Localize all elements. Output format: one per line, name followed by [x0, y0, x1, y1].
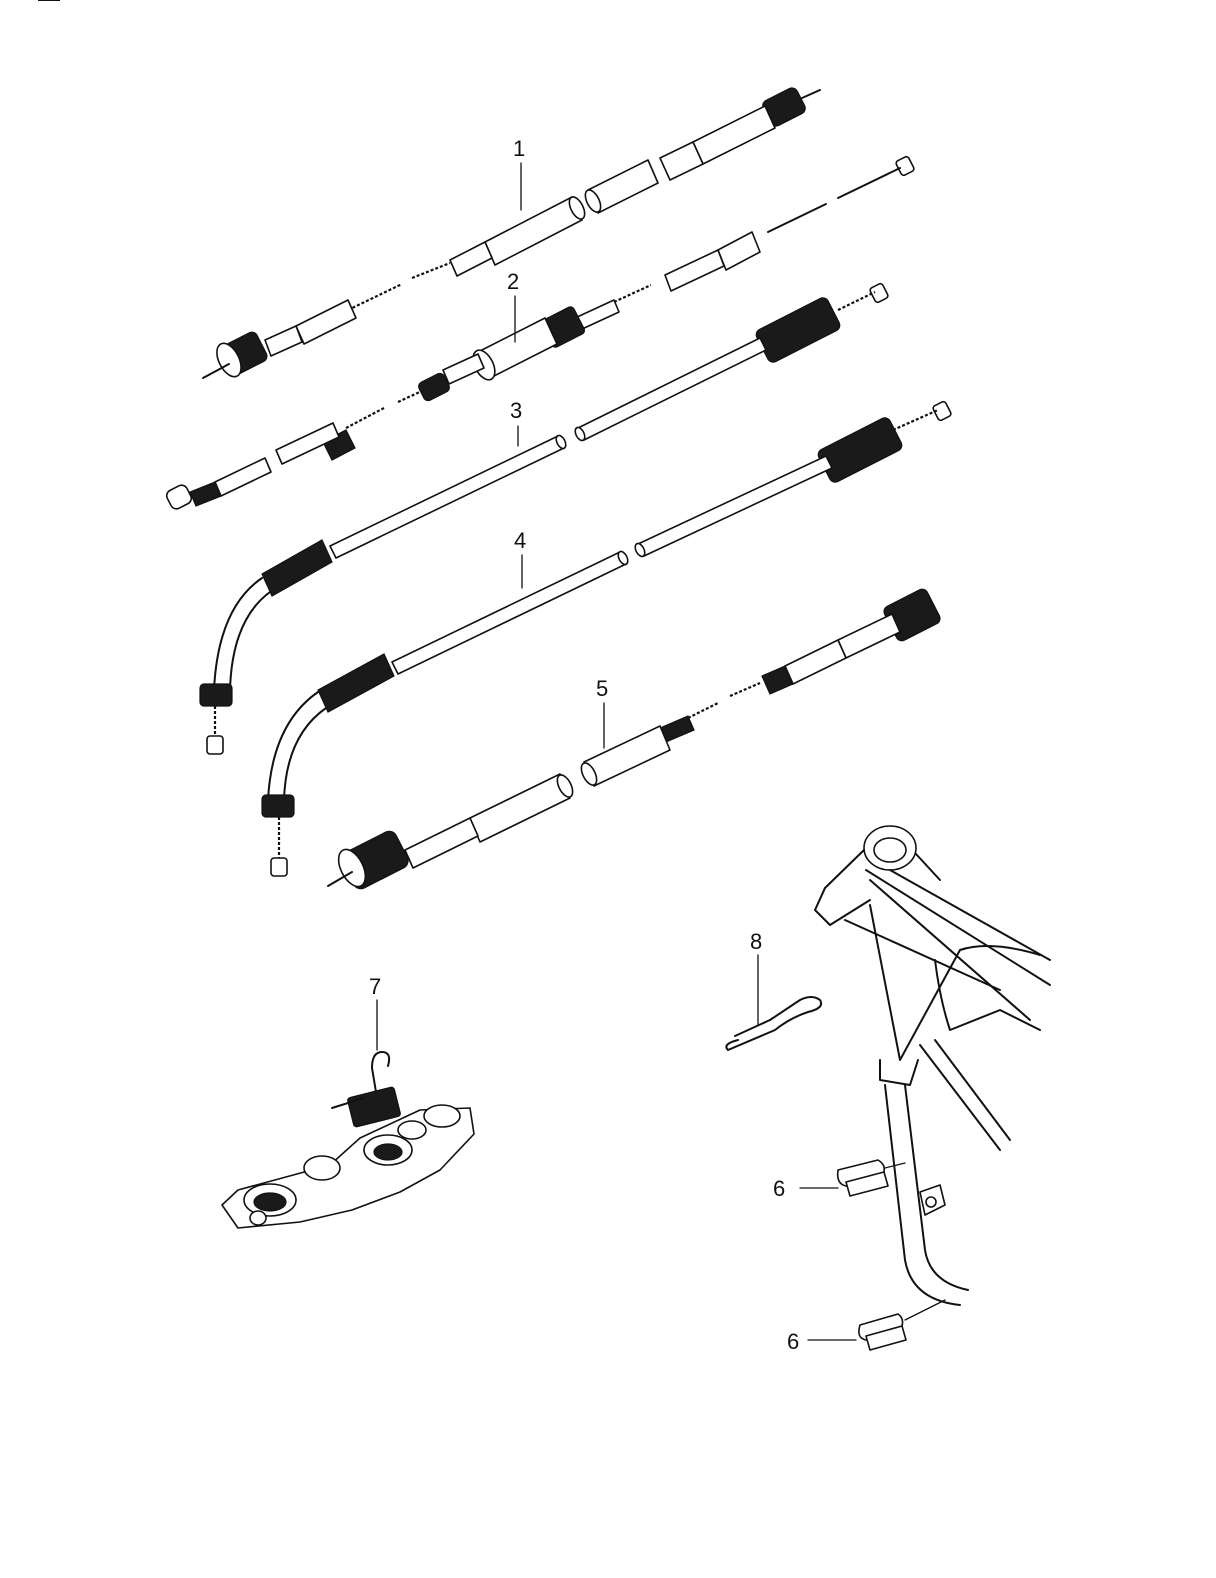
- adjuster-nut-icon: [755, 297, 841, 363]
- cable-end-icon: [895, 155, 915, 177]
- part-2-choke-cable: [397, 155, 915, 403]
- cable-end-icon: [869, 282, 889, 304]
- part-1-speedometer-cable: [202, 87, 821, 379]
- part-8-clip: [725, 996, 823, 1051]
- cable-end-icon: [418, 372, 450, 402]
- part-6-cable-clamp-lower: [858, 1299, 946, 1351]
- part-5-speedometer-cable: [327, 588, 941, 890]
- callout-3: 3: [510, 398, 522, 423]
- part-7-cable-guide: [221, 1051, 475, 1229]
- adjuster-nut-icon: [261, 794, 295, 818]
- callout-6-lower: 6: [787, 1329, 799, 1354]
- adjuster-nut-icon: [199, 683, 233, 707]
- page-marker: —: [38, 0, 60, 11]
- part-4-clutch-cable: [261, 400, 952, 877]
- adjuster-nut-icon: [817, 417, 903, 483]
- callout-6-upper: 6: [773, 1176, 785, 1201]
- part-6-cable-clamp-upper: [836, 1159, 906, 1197]
- cable-end-icon: [270, 857, 288, 877]
- cable-end-icon: [165, 484, 193, 510]
- cable-end-icon: [206, 735, 224, 755]
- callout-8: 8: [750, 929, 762, 954]
- callout-2: 2: [507, 269, 519, 294]
- callout-4: 4: [514, 528, 526, 553]
- guide-bracket-icon: [347, 1086, 401, 1128]
- callout-7: 7: [369, 974, 381, 999]
- part-3-throttle-cable: [165, 282, 889, 755]
- callout-5: 5: [596, 676, 608, 701]
- callout-1: 1: [513, 136, 525, 161]
- cable-end-icon: [932, 400, 952, 422]
- clip-icon: [725, 996, 823, 1051]
- hook-icon: [371, 1051, 391, 1093]
- frame-section: [814, 825, 1051, 1306]
